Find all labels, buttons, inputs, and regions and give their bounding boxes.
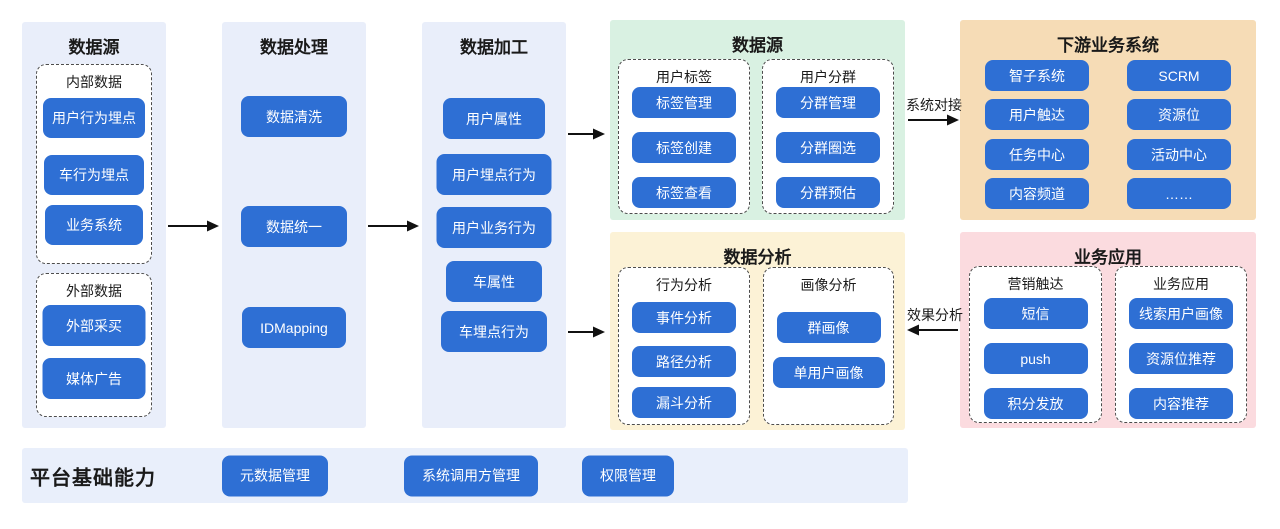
- node-data-unification: 数据统一: [241, 206, 347, 247]
- node-metadata-management: 元数据管理: [222, 455, 328, 496]
- node-event-analysis: 事件分析: [632, 302, 736, 333]
- group-user-tags: 用户标签 标签管理 标签创建 标签查看: [618, 59, 750, 214]
- group-business-apps: 业务应用 线索用户画像 资源位推荐 内容推荐: [1115, 266, 1247, 423]
- node-segment-management: 分群管理: [776, 87, 880, 118]
- node-user-reach: 用户触达: [985, 99, 1089, 130]
- node-business-system: 业务系统: [45, 205, 143, 245]
- group-label: 用户标签: [656, 69, 712, 85]
- node-tag-creation: 标签创建: [632, 132, 736, 163]
- column-title: 数据源: [68, 38, 120, 57]
- arrow-refining-to-analysis-icon: [567, 325, 605, 339]
- node-user-business-behavior: 用户业务行为: [436, 207, 552, 248]
- panel-title: 数据分析: [723, 248, 792, 267]
- node-content-channel: 内容频道: [985, 178, 1089, 209]
- node-segment-estimation: 分群预估: [776, 177, 880, 208]
- node-data-cleaning: 数据清洗: [241, 96, 347, 137]
- node-content-recommend: 内容推荐: [1129, 388, 1233, 419]
- node-user-behavior-tracking: 用户行为埋点: [43, 98, 145, 138]
- node-tag-view: 标签查看: [632, 177, 736, 208]
- node-media-ads: 媒体广告: [42, 358, 146, 399]
- node-car-behavior-tracking: 车行为埋点: [44, 155, 144, 195]
- group-label: 行为分析: [656, 277, 712, 293]
- group-label: 内部数据: [66, 74, 122, 90]
- panel-title: 数据源: [732, 36, 783, 55]
- arrow-label-system-link: 系统对接: [906, 97, 962, 113]
- node-car-tracking-behavior: 车埋点行为: [441, 311, 547, 352]
- column-data-refining: 数据加工 用户属性 用户埋点行为 用户业务行为 车属性 车埋点行为: [422, 22, 566, 428]
- arrow-tags-to-downstream-icon: [907, 113, 959, 127]
- platform-capabilities-bar: 平台基础能力 元数据管理 系统调用方管理 权限管理: [22, 448, 908, 503]
- panel-title: 业务应用: [1074, 248, 1142, 267]
- node-path-analysis: 路径分析: [632, 346, 736, 377]
- panel-downstream-systems: 下游业务系统 智子系统 用户触达 任务中心 内容频道 SCRM 资源位 活动中心…: [960, 20, 1256, 220]
- group-label: 画像分析: [800, 277, 857, 293]
- node-sms: 短信: [983, 298, 1088, 329]
- group-profile-analysis: 画像分析 群画像 单用户画像: [763, 267, 894, 425]
- footer-title: 平台基础能力: [30, 467, 156, 489]
- node-car-attributes: 车属性: [446, 261, 542, 302]
- arrow-business-to-analysis-icon: [907, 323, 959, 337]
- group-external-data: 外部数据 外部采买 媒体广告: [36, 273, 152, 417]
- node-permission-management: 权限管理: [582, 455, 674, 496]
- node-resource-slot-recommend: 资源位推荐: [1129, 343, 1233, 374]
- node-more-ellipsis: ……: [1127, 178, 1231, 209]
- node-points-issuing: 积分发放: [983, 388, 1088, 419]
- node-push: push: [983, 343, 1088, 374]
- node-scrm: SCRM: [1127, 60, 1231, 91]
- node-user-tracking-behavior: 用户埋点行为: [436, 154, 552, 195]
- node-id-mapping: IDMapping: [242, 307, 346, 348]
- group-label: 用户分群: [800, 69, 856, 85]
- column-title: 数据加工: [460, 38, 528, 57]
- arrow-label-effect-analysis: 效果分析: [907, 307, 963, 323]
- node-user-attributes: 用户属性: [443, 98, 545, 139]
- panel-title: 下游业务系统: [1057, 36, 1159, 55]
- node-funnel-analysis: 漏斗分析: [632, 387, 736, 418]
- panel-tag-data-source: 数据源 用户标签 标签管理 标签创建 标签查看 用户分群 分群管理 分群圈选 分…: [610, 20, 905, 220]
- arrow-refining-to-tags-icon: [567, 127, 605, 141]
- column-data-processing: 数据处理 数据清洗 数据统一 IDMapping: [222, 22, 366, 428]
- node-zhizi-system: 智子系统: [985, 60, 1089, 91]
- arrow-source-to-processing-icon: [167, 219, 219, 233]
- group-label: 业务应用: [1153, 276, 1209, 292]
- group-label: 外部数据: [66, 283, 122, 299]
- group-marketing-reach: 营销触达 短信 push 积分发放: [969, 266, 1102, 423]
- node-activity-center: 活动中心: [1127, 139, 1231, 170]
- node-system-caller-management: 系统调用方管理: [404, 455, 538, 496]
- node-lead-user-profile: 线索用户画像: [1129, 298, 1233, 329]
- node-single-user-profile: 单用户画像: [772, 357, 885, 388]
- node-group-profile: 群画像: [776, 312, 881, 343]
- group-internal-data: 内部数据 用户行为埋点 车行为埋点 业务系统: [36, 64, 152, 264]
- column-title: 数据处理: [260, 38, 328, 57]
- node-task-center: 任务中心: [985, 139, 1089, 170]
- panel-business-applications: 业务应用 营销触达 短信 push 积分发放 业务应用 线索用户画像 资源位推荐…: [960, 232, 1256, 428]
- group-behavior-analysis: 行为分析 事件分析 路径分析 漏斗分析: [618, 267, 750, 425]
- group-label: 营销触达: [1007, 276, 1064, 292]
- node-tag-management: 标签管理: [632, 87, 736, 118]
- node-resource-slot: 资源位: [1127, 99, 1231, 130]
- node-segment-selection: 分群圈选: [776, 132, 880, 163]
- column-data-source: 数据源 内部数据 用户行为埋点 车行为埋点 业务系统 外部数据 外部采买 媒体广…: [22, 22, 166, 428]
- node-external-purchase: 外部采买: [42, 305, 146, 346]
- group-user-segments: 用户分群 分群管理 分群圈选 分群预估: [762, 59, 894, 214]
- arrow-processing-to-refining-icon: [367, 219, 419, 233]
- panel-data-analysis: 数据分析 行为分析 事件分析 路径分析 漏斗分析 画像分析 群画像 单用户画像: [610, 232, 905, 430]
